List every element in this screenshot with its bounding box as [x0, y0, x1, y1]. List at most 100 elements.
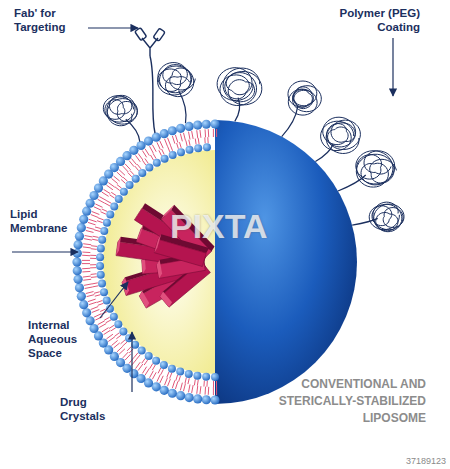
lipid-head	[177, 148, 185, 156]
lipid-tail	[197, 380, 199, 386]
lipid-tail	[142, 160, 145, 165]
lipid-tail	[94, 314, 101, 317]
lipid-head	[211, 373, 219, 381]
lipid-head	[160, 361, 168, 369]
lipid-tail	[101, 212, 106, 214]
lipid-tail	[185, 378, 186, 384]
lipid-tail	[208, 129, 210, 137]
lipid-head	[138, 169, 146, 177]
leader-line	[100, 282, 128, 318]
lipid-tail	[175, 381, 177, 389]
callout-label: Lipid Membrane	[10, 207, 72, 235]
lipid-tail	[150, 363, 153, 368]
lipid-tail	[82, 271, 90, 273]
leader-line	[12, 251, 78, 252]
lipid-tail	[205, 129, 207, 137]
lipid-tail	[108, 337, 114, 342]
lipid-tail	[145, 149, 149, 156]
lipid-head	[185, 370, 193, 378]
lipid-tail	[89, 302, 97, 304]
lipid-tail	[160, 376, 163, 383]
lipid-head	[120, 188, 128, 196]
lipid-tail	[183, 383, 185, 391]
lipid-tail	[203, 381, 204, 387]
lipid-head	[152, 357, 160, 365]
lipid-head	[210, 395, 219, 404]
lipid-tail	[213, 129, 214, 137]
lipid-tail	[165, 378, 168, 385]
lipid-tails	[82, 129, 217, 395]
lipid-head	[193, 394, 202, 403]
lipid-tail	[152, 145, 156, 152]
lipid-tail	[87, 295, 95, 297]
lipid-tail	[183, 133, 185, 141]
lipid-tail	[135, 166, 139, 171]
lipid-tail	[98, 218, 104, 220]
lipid-tail	[82, 260, 90, 261]
lipid-head	[110, 203, 118, 211]
fab-y	[142, 38, 158, 56]
lipid-head	[186, 146, 194, 154]
lipid-head	[73, 240, 82, 249]
lipid-tail	[207, 137, 208, 143]
crystal-face	[154, 234, 161, 252]
lipid-tail	[197, 386, 198, 394]
callout-label: Internal Aqueous Space	[28, 318, 114, 360]
lipid-tail	[106, 200, 111, 203]
lipid-tail	[189, 132, 190, 140]
lipid-head	[96, 262, 104, 270]
lipid-tail	[123, 177, 127, 181]
lipid-tail	[117, 185, 122, 189]
lipid-head	[193, 120, 202, 129]
lipid-tail	[106, 320, 111, 323]
lipid-tail	[192, 385, 193, 393]
lipid-head	[152, 133, 161, 142]
fab-arm	[153, 28, 165, 41]
lipid-head	[176, 391, 185, 400]
lipid-tail	[82, 255, 90, 257]
lipid-head	[97, 271, 105, 279]
lipid-tail	[157, 374, 160, 381]
lipid-head	[193, 372, 201, 380]
lipid-tail	[205, 387, 207, 395]
lipid-tail	[172, 380, 174, 388]
lipid-tail	[92, 239, 98, 240]
lipid-head	[100, 288, 108, 296]
lipid-tail	[102, 192, 109, 196]
lipid-tail	[127, 347, 131, 351]
lipid-tail	[91, 245, 97, 247]
peg-coil	[103, 95, 137, 125]
lipid-tail	[175, 135, 177, 143]
lipid-head	[82, 207, 91, 216]
lipid-tail	[168, 146, 170, 152]
aqueous-core	[103, 150, 215, 374]
lipid-head	[119, 328, 127, 336]
watermark: PIXTA	[170, 208, 310, 245]
fab-arm	[135, 28, 147, 41]
lipid-tail	[99, 324, 106, 328]
lipid-head	[72, 257, 81, 266]
lipid-head	[97, 244, 105, 252]
lipid-tail	[216, 381, 217, 387]
lipid-head	[185, 393, 194, 402]
lipid-tail	[125, 164, 130, 170]
lipid-tail	[93, 236, 99, 237]
leader-line	[131, 332, 132, 392]
lipid-head	[103, 297, 111, 305]
lipid-tail	[90, 255, 96, 256]
lipid-tail	[152, 372, 156, 379]
crystal-face	[116, 237, 121, 256]
lipid-tail	[136, 362, 141, 368]
lipid-head	[168, 389, 177, 398]
lipid-tail	[142, 358, 145, 363]
lipid-tail	[83, 279, 91, 280]
lipid-tail	[84, 239, 92, 240]
peg-coil	[369, 202, 404, 232]
lipid-tail	[179, 376, 181, 382]
lipid-head	[153, 159, 161, 167]
lipid-tail	[95, 204, 102, 207]
lipid-tail	[89, 219, 97, 221]
callout-label: Drug Crystals	[60, 395, 126, 423]
crystal-face	[139, 291, 149, 308]
fab-fragment	[135, 28, 165, 133]
